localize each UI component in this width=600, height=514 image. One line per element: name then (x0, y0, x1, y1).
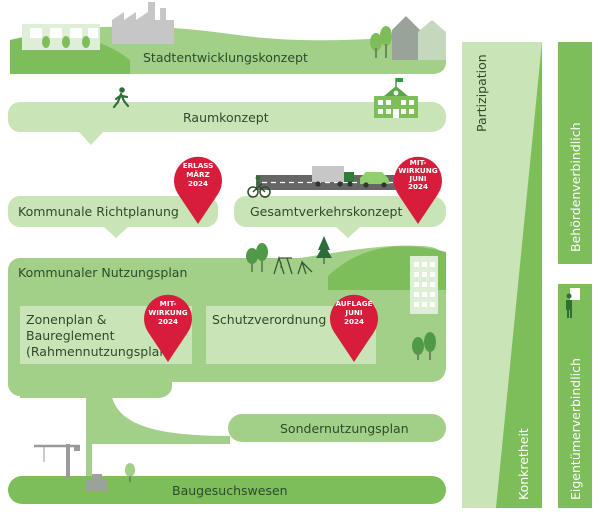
label-eigentuemerverbindlich: Eigentümerverbindlich (568, 358, 583, 500)
svg-text:JUNI: JUNI (344, 308, 363, 317)
factory-icon (112, 2, 174, 44)
label-sondernutzungsplan: Sondernutzungsplan (280, 421, 409, 436)
gesamtverkehrskonzept-box (234, 196, 446, 238)
label-baugesuchswesen: Baugesuchswesen (172, 483, 288, 498)
label-zonenplan-line-3: (Rahmennutzungsplan) (26, 344, 172, 359)
svg-text:WIRKUNG: WIRKUNG (148, 308, 187, 317)
bicycle-icon (247, 175, 271, 198)
svg-text:MIT-: MIT- (410, 158, 427, 167)
behoerdenverbindlich-bar (558, 42, 592, 264)
label-behoerdenverbindlich: Behördenverbindlich (568, 122, 583, 252)
school-building-icon (374, 78, 418, 118)
svg-text:ERLASS: ERLASS (183, 161, 214, 170)
label-schutzverordnung: Schutzverordnung (212, 312, 326, 327)
houses-icon (370, 16, 446, 60)
person-with-document-icon (566, 288, 580, 318)
label-zonenplan-line-1: Zonenplan & (26, 312, 107, 327)
apartment-tower-icon (410, 256, 438, 314)
partizipation-konkretheit-wedge (462, 42, 542, 508)
eigentuemerverbindlich-bar (558, 284, 592, 508)
svg-text:2024: 2024 (408, 182, 428, 191)
row-houses-icon (22, 24, 100, 50)
svg-text:JUNI: JUNI (408, 174, 427, 183)
svg-text:2024: 2024 (188, 179, 208, 188)
label-gesamtverkehrskonzept: Gesamtverkehrskonzept (250, 204, 402, 219)
svg-text:WIRKUNG: WIRKUNG (398, 166, 437, 175)
trees-icon (412, 332, 436, 360)
truck-icon (312, 166, 354, 187)
playground-icon (246, 236, 332, 275)
pin-auflage-juni-2024: AUFLAGE JUNI 2024 (329, 294, 378, 362)
label-konkretheit: Konkretheit (516, 428, 531, 500)
svg-text:MÄRZ: MÄRZ (186, 170, 209, 179)
raumkonzept-box (8, 102, 446, 145)
pin-mitwirkung-2024-zonenplan: MIT- WIRKUNG 2024 (144, 294, 192, 362)
sondernutzungsplan-box (228, 414, 446, 442)
pin-erlass-maerz-2024: ERLASS MÄRZ 2024 (174, 156, 222, 224)
svg-text:2024: 2024 (158, 317, 178, 326)
label-partizipation: Partizipation (474, 54, 489, 132)
svg-text:MIT-: MIT- (160, 299, 177, 308)
label-kommunale-richtplanung: Kommunale Richtplanung (18, 204, 179, 219)
stadtentwicklung-illustration (10, 2, 446, 74)
label-raumkonzept: Raumkonzept (183, 110, 269, 125)
kommunale-richtplanung-box (8, 196, 218, 238)
svg-text:AUFLAGE: AUFLAGE (335, 299, 372, 308)
walking-person-icon (112, 87, 130, 109)
label-kommunaler-nutzungsplan: Kommunaler Nutzungsplan (18, 265, 187, 280)
label-stadtentwicklungskonzept: Stadtentwicklungskonzept (143, 50, 308, 65)
car-icon (360, 172, 390, 188)
construction-crane-icon (34, 444, 135, 492)
pin-mitwirkung-juni-2024-verkehr: MIT- WIRKUNG JUNI 2024 (394, 156, 442, 224)
svg-text:2024: 2024 (344, 317, 364, 326)
baugesuchswesen-box (8, 476, 446, 504)
label-zonenplan-line-2: Baureglement (26, 328, 115, 343)
